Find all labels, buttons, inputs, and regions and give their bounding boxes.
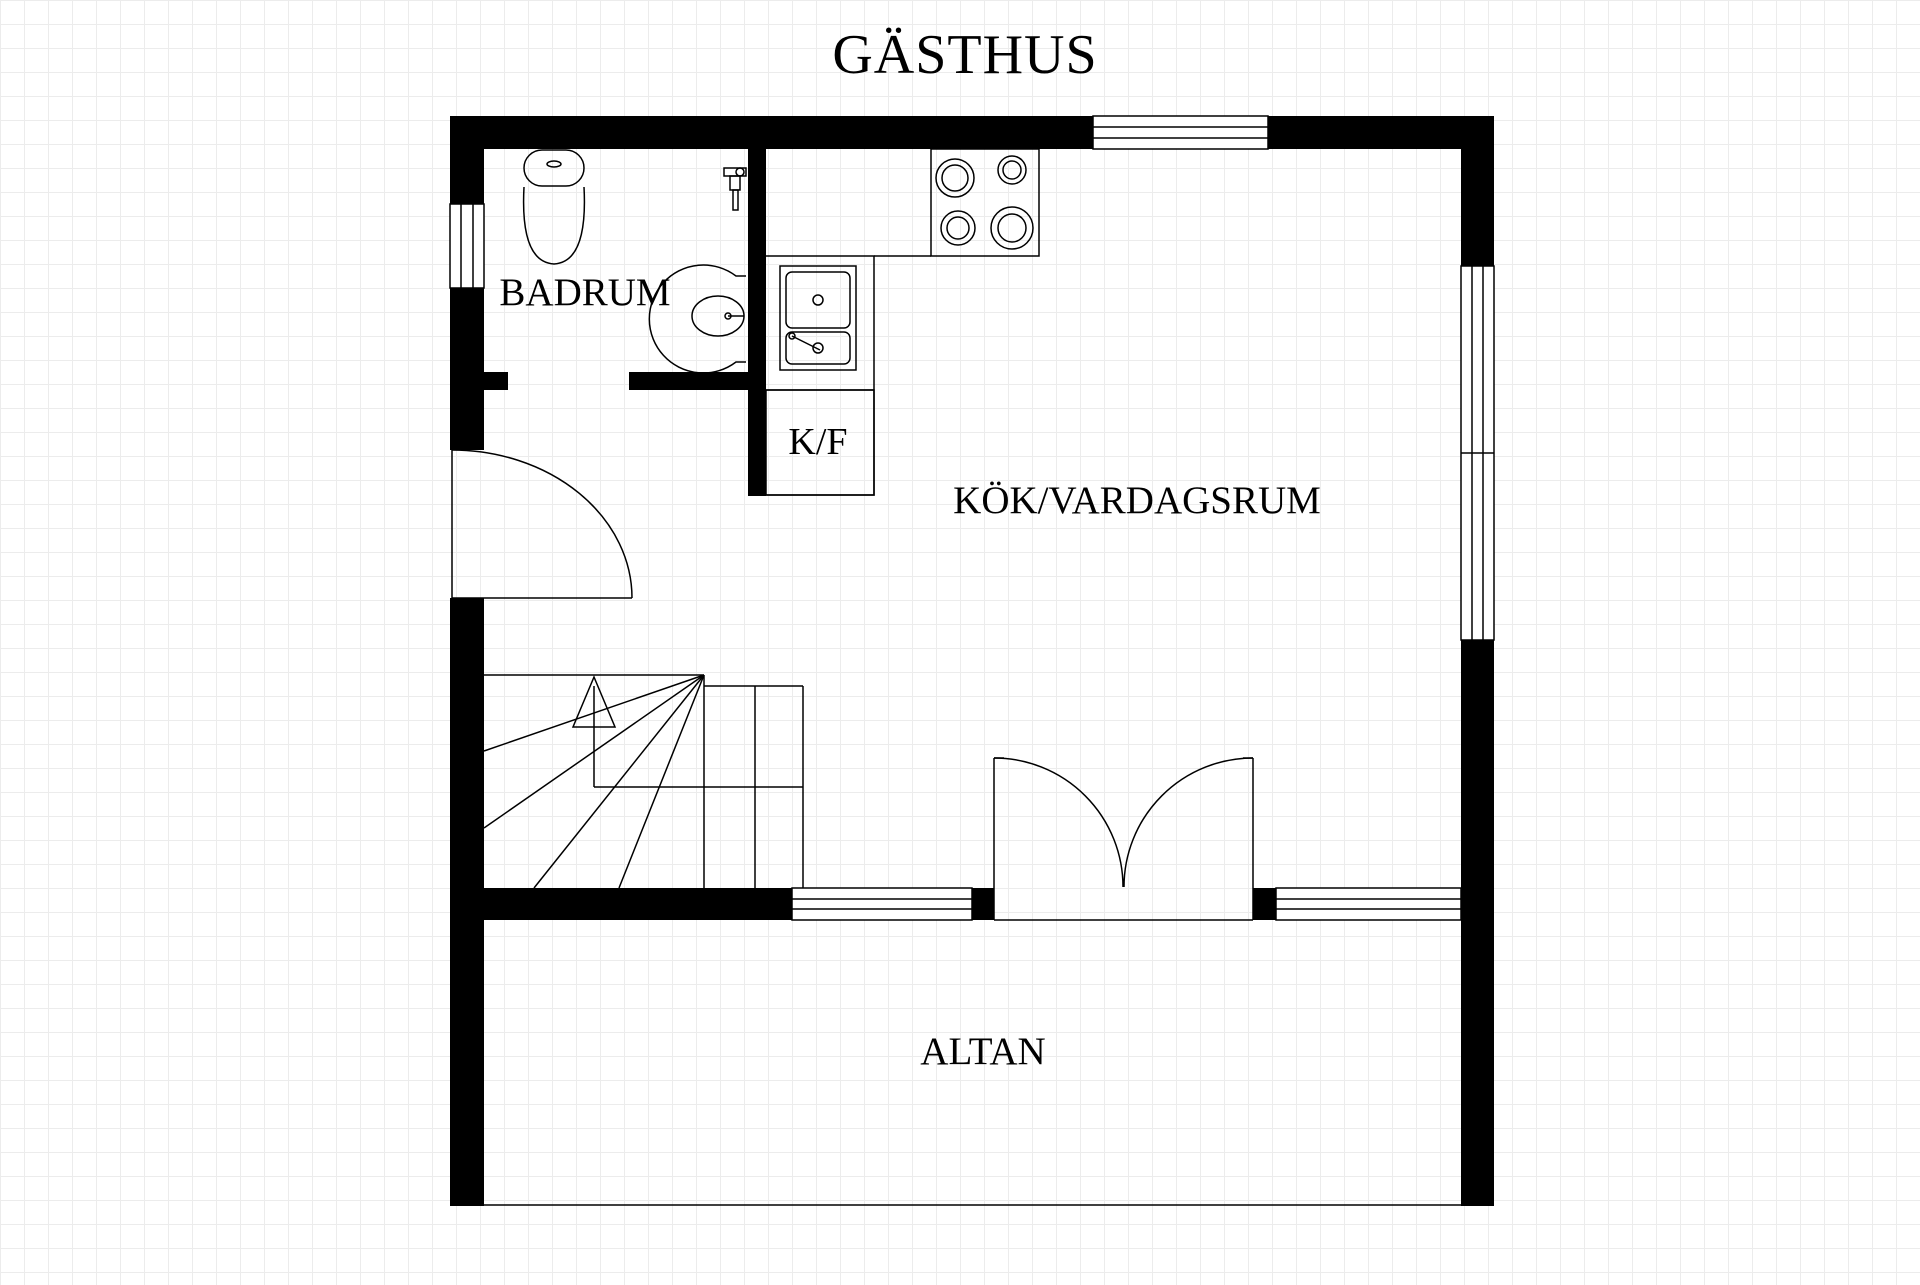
room-label-kok-vardagsrum: KÖK/VARDAGSRUM: [953, 479, 1321, 522]
window-deck-left: [791, 887, 973, 921]
top-wall-left: [450, 116, 1093, 149]
room-label-altan: ALTAN: [920, 1030, 1045, 1073]
window-deck-right: [1275, 887, 1462, 921]
left-wall-segment-2: [450, 288, 484, 450]
plan-title: GÄSTHUS: [832, 24, 1097, 86]
doors: [451, 449, 1254, 921]
stove: [930, 148, 1040, 257]
bathroom-kitchen-wall: [748, 149, 766, 496]
entrance-door: [451, 449, 633, 599]
interior-walls: [484, 149, 1276, 920]
left-wall-segment-3: [450, 598, 484, 1206]
stair-direction-arrow: [571, 675, 617, 728]
right-wall-segment-2: [1461, 640, 1494, 1206]
exterior-walls: [450, 116, 1494, 1206]
shower-tap: [723, 167, 747, 211]
window-left-bathroom: [449, 203, 485, 289]
right-wall-segment-1: [1461, 116, 1494, 266]
kitchen: [765, 148, 1040, 496]
staircase: [483, 674, 804, 889]
house-deck-pillar-2: [1253, 888, 1276, 920]
house-deck-wall-left: [484, 888, 792, 920]
room-label-kf: K/F: [788, 421, 847, 463]
bathroom-fixtures: [522, 149, 747, 374]
bathroom-wall-stub-left: [484, 372, 508, 390]
left-wall-segment-1: [450, 116, 484, 204]
bathroom-wall-right: [629, 372, 748, 390]
window-right: [1460, 265, 1495, 641]
deck-double-door: [993, 757, 1254, 921]
windows: [449, 115, 1495, 921]
room-label-badrum: BADRUM: [499, 271, 670, 314]
window-top: [1092, 115, 1269, 150]
house-deck-pillar-1: [972, 888, 994, 920]
top-wall-right: [1268, 116, 1494, 149]
toilet: [522, 149, 586, 265]
sink: [648, 264, 746, 374]
kitchen-sink: [779, 265, 857, 371]
